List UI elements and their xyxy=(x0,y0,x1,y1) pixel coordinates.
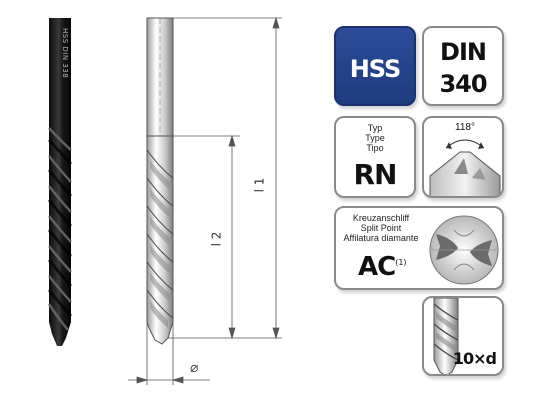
split-point-icon xyxy=(429,215,499,285)
badge-standard: DIN 340 xyxy=(422,26,504,106)
dimension-l1 xyxy=(168,16,282,340)
point-code: AC(1) xyxy=(358,252,407,282)
drill-shank xyxy=(49,18,71,118)
type-code: RN xyxy=(353,158,398,191)
label-l1: l 1 xyxy=(252,177,267,193)
badge-length-ratio: 10×d xyxy=(422,296,504,376)
point-code-text: AC xyxy=(358,252,396,282)
length-ratio-value: 10×d xyxy=(452,349,497,368)
diameter-symbol: ⌀ xyxy=(190,360,199,376)
point-angle-value: 118° xyxy=(455,122,475,133)
badge-split-point: Kreuzanschliff Split Point Affilatura di… xyxy=(334,206,504,290)
badge-type: Typ Type Tipo RN xyxy=(334,116,416,198)
point-caption-en: Split Point xyxy=(360,223,402,233)
point-code-footnote: (1) xyxy=(395,258,407,267)
badge-point-angle: 118° xyxy=(422,116,504,198)
badge-material: HSS xyxy=(334,26,416,106)
technical-drawing: ⌀ xyxy=(128,16,282,385)
point-caption-it: Affilatura diamante xyxy=(343,233,419,243)
long-drill-icon xyxy=(433,298,459,374)
standard-line-2: 340 xyxy=(439,70,487,98)
shank-marking: HSS DIN 338 xyxy=(61,28,69,78)
dimension-l2 xyxy=(173,134,240,340)
type-caption-de: Typ xyxy=(367,123,383,133)
standard-line-1: DIN xyxy=(440,38,487,66)
drill-photo: HSS DIN 338 xyxy=(47,18,73,346)
material-label: HSS xyxy=(349,55,402,83)
type-caption-it: Tipo xyxy=(366,143,384,153)
dimension-diameter xyxy=(128,322,210,385)
type-caption-en: Type xyxy=(365,133,385,143)
point-caption-de: Kreuzanschliff xyxy=(352,213,410,223)
point-angle-icon xyxy=(429,139,501,196)
label-l2: l 2 xyxy=(209,231,224,247)
